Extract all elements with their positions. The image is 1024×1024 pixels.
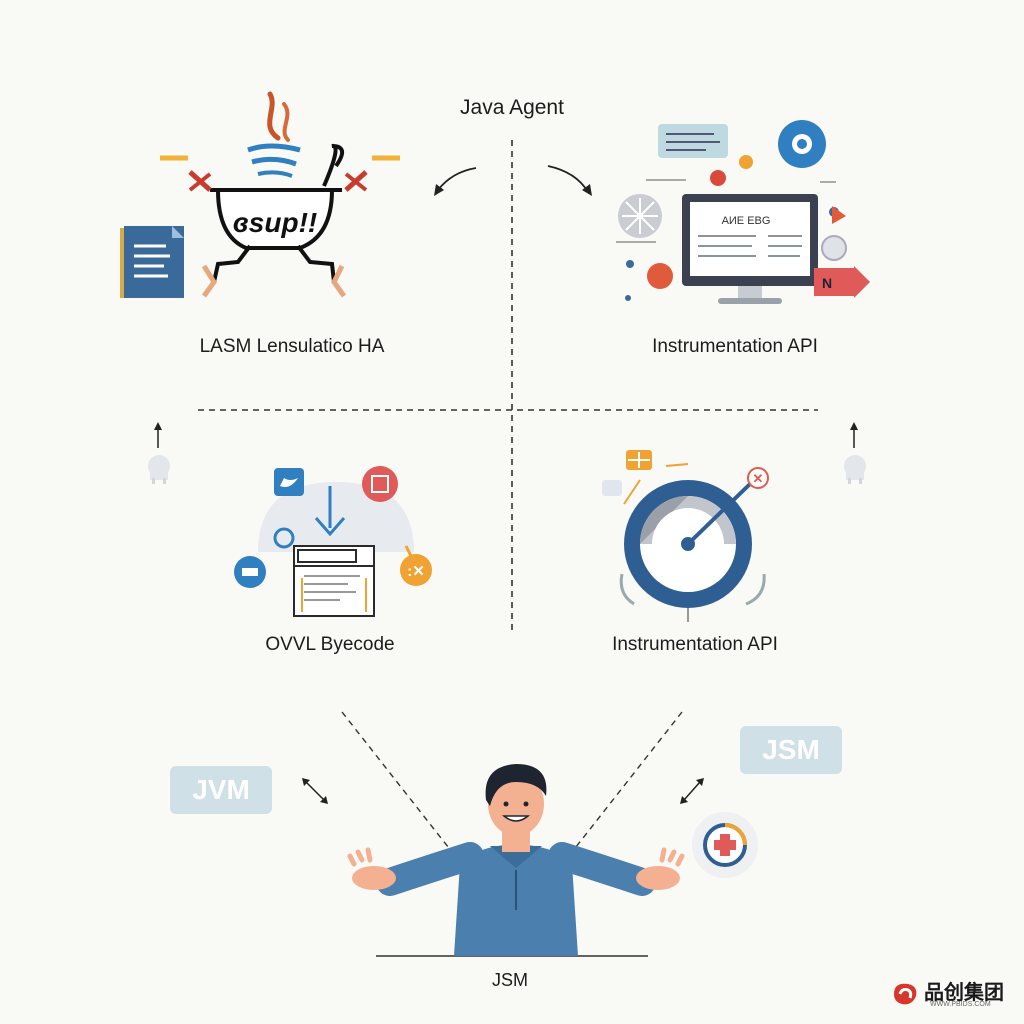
medical-cross-icon: [692, 812, 758, 878]
svg-text:✕: ✕: [753, 471, 764, 486]
page-title: Java Agent: [460, 96, 564, 119]
brand-name: 品创集团: [924, 980, 1004, 1004]
coffee-pot-illustration: ɞsup!!: [120, 91, 400, 298]
bottom-right-label: Instrumentation API: [612, 634, 778, 655]
left-diagonal-line: [341, 711, 453, 853]
brand-logo-icon: [894, 983, 917, 1005]
svg-text::✕: :✕: [407, 563, 425, 580]
document-icon: [120, 226, 184, 298]
bottom-left-label: OVVL Byecode: [265, 634, 395, 655]
right-diagonal-line: [571, 711, 683, 853]
double-arrow-right: [683, 781, 701, 801]
plugin-icon-right: [844, 455, 866, 484]
gear-icon: [778, 120, 826, 168]
top-right-label: Instrumentation API: [652, 336, 818, 357]
gauge-illustration: ✕: [602, 450, 769, 622]
bytecode-illustration: :✕: [234, 466, 432, 617]
curved-arrow-left: [437, 167, 477, 191]
bytecode-window-icon: [293, 545, 375, 617]
top-left-label: LASM Lensulatico HA: [199, 336, 385, 357]
svg-text:ɞsup!!: ɞsup!!: [233, 207, 317, 238]
person-illustration: [347, 764, 685, 956]
jvm-tag: JVM: [170, 766, 272, 814]
instrumentation-monitor-illustration: AИE EBG N: [616, 120, 870, 304]
brand-logo: 品创集团 WWW.PBIDS.COM: [890, 974, 1010, 1014]
gauge-icon: [624, 480, 752, 608]
jsm-tag: JSM: [740, 726, 842, 774]
curved-arrow-right: [547, 165, 589, 193]
plugin-icon: [148, 455, 170, 484]
svg-text:N: N: [822, 275, 832, 291]
double-arrow-left: [305, 781, 325, 801]
twitter-icon: [274, 468, 304, 496]
monitor-icon: AИE EBG: [682, 194, 818, 304]
brand-sub: WWW.PBIDS.COM: [930, 1001, 991, 1008]
svg-text:AИE EBG: AИE EBG: [722, 215, 771, 227]
person-label: JSM: [492, 970, 528, 990]
